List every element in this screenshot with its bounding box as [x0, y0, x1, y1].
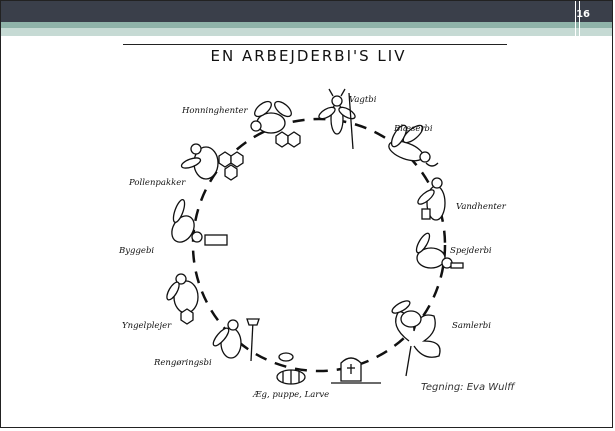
nurse-bee-icon	[165, 274, 198, 324]
cleaner-bee-icon	[211, 319, 259, 361]
pollen-packer-bee-icon	[180, 144, 243, 180]
stage-label-rengoringsbi: Rengøringsbi	[154, 358, 212, 368]
illustration-credit: Tegning: Eva Wulff	[421, 382, 515, 393]
stage-label-honninghenter: Honninghenter	[182, 106, 248, 116]
honey-collector-bee-icon	[251, 99, 300, 147]
stage-label-aeg-puppe-larve: Æg, puppe, Larve	[253, 390, 329, 400]
stage-label-samlerbi: Samlerbi	[452, 321, 491, 331]
stage-label-vandhenter: Vandhenter	[456, 202, 506, 212]
forager-bee-flower-icon	[390, 299, 440, 376]
stage-label-spejderbi: Spejderbi	[450, 246, 492, 256]
builder-bee-icon	[167, 198, 227, 246]
stage-label-pollenpakker: Pollenpakker	[129, 178, 185, 188]
water-carrier-bee-icon	[416, 178, 445, 220]
stage-label-byggebi: Byggebi	[119, 246, 154, 256]
stage-label-yngelplejer: Yngelplejer	[122, 321, 171, 331]
stage-label-blaeserbi: Blæserbi	[394, 124, 433, 134]
stage-label-vagtbi: Vagtbi	[349, 95, 376, 105]
